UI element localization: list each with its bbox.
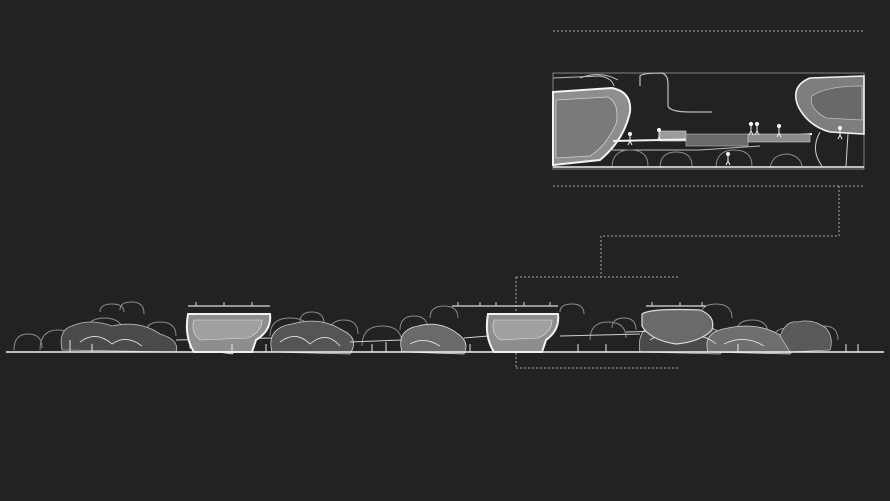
inset-deck-lower <box>610 145 761 151</box>
pod-4 <box>641 302 714 345</box>
pod-roof-caps <box>195 302 253 306</box>
inset-right-pod-inner <box>810 85 863 121</box>
person-figure <box>754 121 760 136</box>
pod-3 <box>485 302 560 353</box>
connector <box>600 186 840 277</box>
person-figure <box>748 121 754 136</box>
mass-left <box>60 321 178 353</box>
inset-lower-loops <box>611 149 803 169</box>
inset-roof-squiggle <box>639 72 712 113</box>
pod-1 <box>185 302 272 353</box>
mass-far-right <box>779 320 832 353</box>
person-figure <box>627 131 633 146</box>
inset-right-deck-block <box>747 133 811 143</box>
inset-people <box>627 121 843 166</box>
inset-left-pod-roof <box>552 75 615 87</box>
mass-left-center <box>270 320 354 355</box>
inset-deck-block <box>685 133 749 147</box>
pod-inner <box>192 319 263 341</box>
pod-roof-caps <box>457 302 481 306</box>
cloud-loops-back <box>13 301 839 351</box>
pod-roof-caps <box>495 302 551 306</box>
scribble-detail <box>79 334 765 347</box>
inset-right-pod-support <box>815 131 849 167</box>
inset-left-pod-inner <box>555 96 618 159</box>
pod-2 <box>452 302 488 307</box>
support-posts <box>69 340 859 352</box>
pod-body <box>641 308 714 345</box>
detail-inset <box>552 30 865 187</box>
pod-inner <box>492 319 553 341</box>
pod-roof-caps <box>651 302 703 306</box>
cloud-massing <box>13 301 839 355</box>
person-figure <box>725 151 731 166</box>
mass-center <box>400 323 467 355</box>
person-figure <box>776 123 782 138</box>
person-figure <box>837 125 843 140</box>
person-figure <box>656 127 662 142</box>
inset-left-pod-cap <box>579 74 619 81</box>
